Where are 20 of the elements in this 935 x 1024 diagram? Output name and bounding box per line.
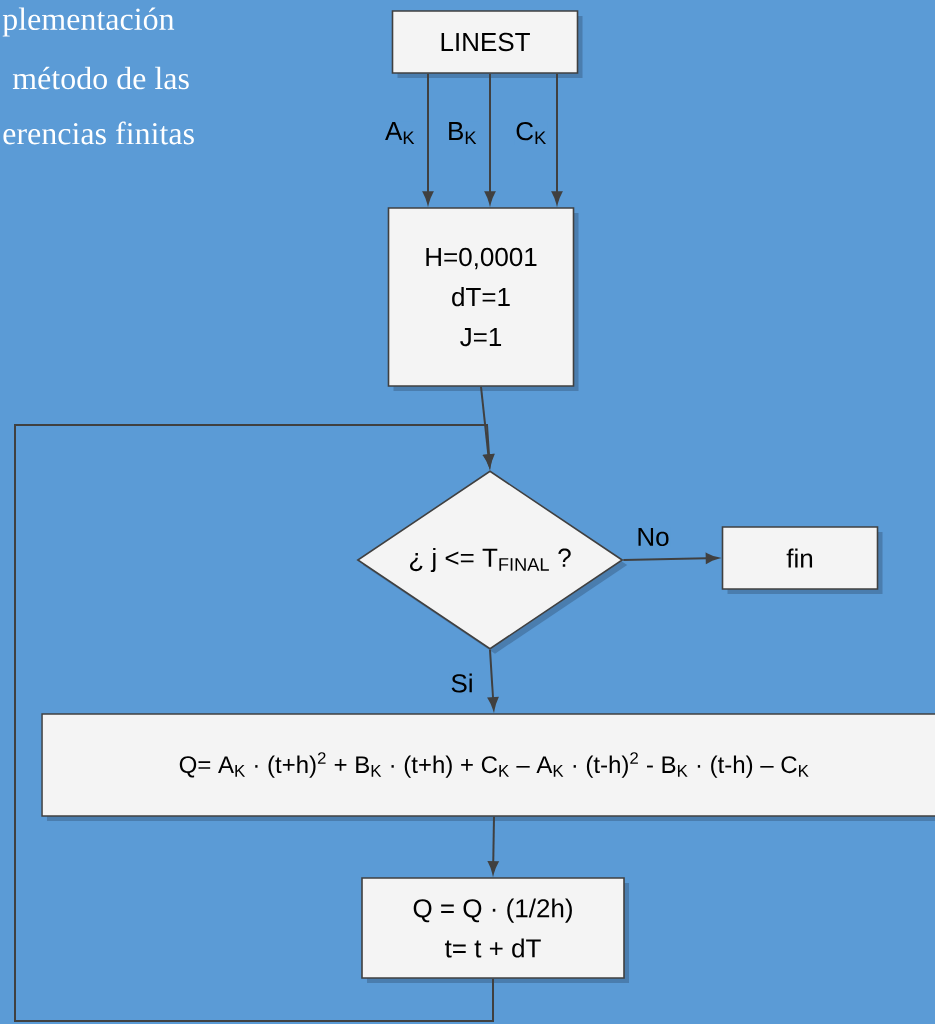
process-box: Q = Q · (1/2h) t= t + dT	[361, 877, 629, 983]
edge-label: A$_{K}$	[384, 121, 416, 145]
title-text: plementación	[2, 7, 175, 37]
process-box: fin	[721, 526, 883, 594]
edge-label: Si	[449, 672, 475, 694]
process-box: LINEST	[391, 10, 583, 78]
process-box: Q= A$_{K}$ · (t+h)$^{2}$ + B$_{K}$ · (t+h) + C$_{K}$ – A$_{K}$ · (t-h)$^{2}$ - B$_{K}$ · (t-h) – C$_{K}$	[41, 713, 935, 821]
arrow	[422, 72, 434, 205]
loop-arrow	[14, 424, 495, 1022]
arrow	[487, 648, 499, 711]
title-text: erencias finitas	[3, 121, 194, 145]
arrow	[484, 72, 496, 205]
arrow	[551, 72, 563, 205]
arrow	[622, 553, 719, 564]
process-box: H=0,0001 dT=1 J=1	[387, 207, 579, 391]
edge-label: C$_{K}$	[514, 120, 548, 146]
edge-label: No	[635, 526, 671, 548]
title-text: método de las	[12, 66, 189, 90]
edge-label: B$_{K}$	[446, 121, 478, 145]
arrow	[488, 815, 499, 875]
